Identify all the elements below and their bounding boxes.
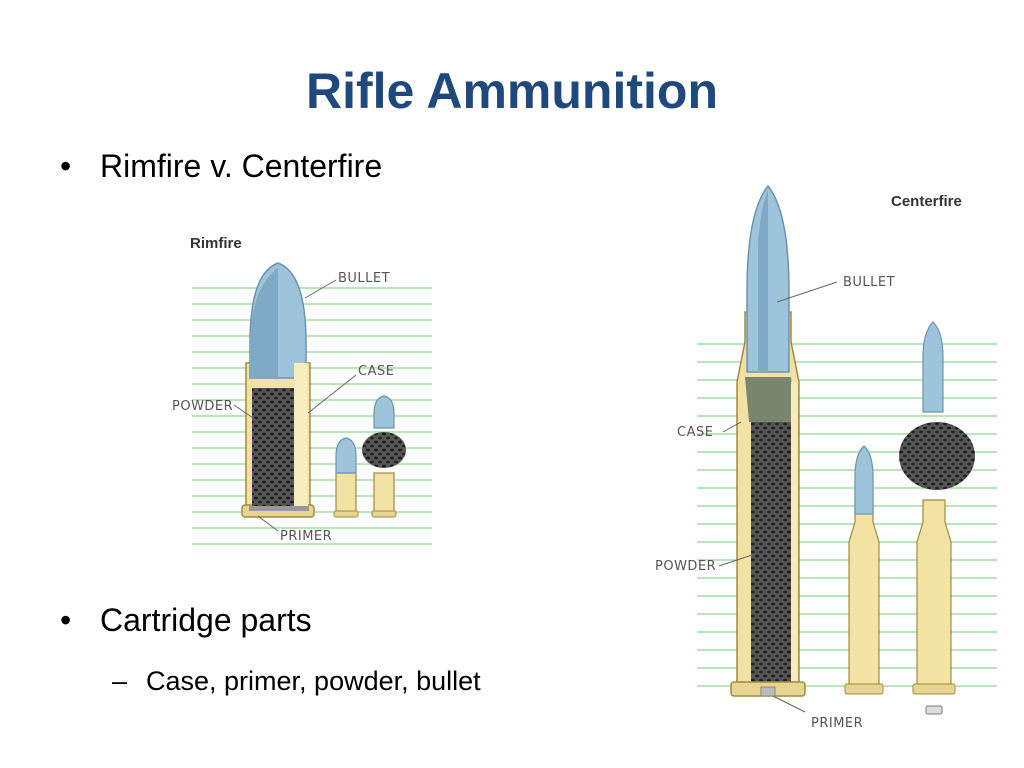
bullet-dot-icon: • [60,148,72,184]
bullet-text: Rimfire v. Centerfire [100,148,383,184]
rimfire-illustration: Rimfire [172,235,432,545]
centerfire-label-primer: PRIMER [811,716,863,731]
centerfire-illustration: Centerfire [655,184,997,731]
bullet-rimfire-centerfire: • Rimfire v. Centerfire [60,148,382,185]
bullet-cartridge-parts: • Cartridge parts [60,602,312,639]
centerfire-cutaway-cartridge [730,184,806,697]
rimfire-exploded-cartridge [362,395,406,518]
centerfire-title: Centerfire [891,193,962,210]
sub-bullet-parts-list: – Case, primer, powder, bullet [112,666,481,697]
bullet-text: Cartridge parts [100,602,312,638]
rimfire-small-cartridge [333,437,359,518]
rimfire-title: Rimfire [190,235,242,252]
centerfire-label-powder: POWDER [655,559,716,574]
centerfire-exploded-cartridge [899,321,975,715]
centerfire-label-case: CASE [677,425,713,440]
dash-icon: – [112,666,128,696]
rimfire-label-powder: POWDER [172,399,233,414]
slide-title: Rifle Ammunition [305,63,718,119]
rimfire-cutaway-cartridge [241,262,315,518]
centerfire-complete-cartridge [844,445,884,695]
sub-bullet-text: Case, primer, powder, bullet [146,666,481,696]
centerfire-label-bullet: BULLET [843,275,895,290]
rimfire-label-case: CASE [358,364,394,379]
rimfire-label-primer: PRIMER [280,529,332,544]
bullet-dot-icon: • [60,602,72,638]
rimfire-label-bullet: BULLET [338,271,390,286]
